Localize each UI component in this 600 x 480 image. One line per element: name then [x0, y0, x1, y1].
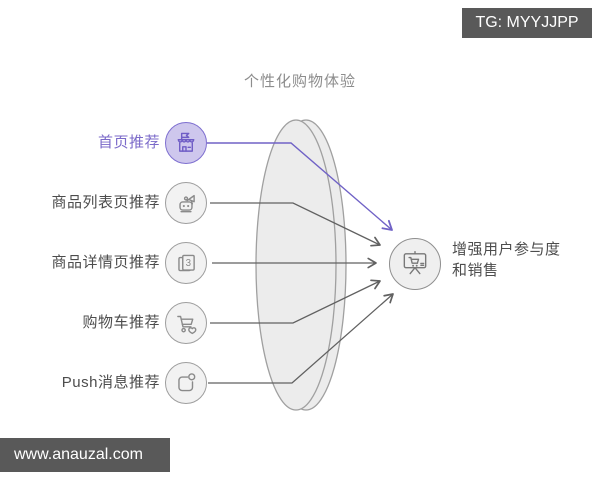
connector-home-recs: [207, 142, 393, 231]
notification-icon: [178, 373, 196, 392]
label-detail-page-recs: 商品详情页推荐: [51, 254, 160, 271]
tg-watermark-badge: TG: MYYJJPP: [462, 8, 592, 38]
label-outcome: 增强用户参与度 和销售: [452, 239, 582, 281]
node-list-page-recs: [165, 182, 207, 224]
megaphone-robot-icon: [179, 194, 195, 213]
node-outcome: [389, 238, 441, 290]
label-outcome-line2: 和销售: [452, 262, 499, 279]
diagram-title: 个性化购物体验: [243, 73, 356, 90]
url-watermark-badge: www.anauzal.com: [0, 438, 170, 472]
label-list-page-recs: 商品列表页推荐: [51, 194, 160, 211]
presentation-cart-icon: [403, 251, 427, 275]
label-cart-recs: 购物车推荐: [82, 314, 160, 331]
storefront-icon: [177, 132, 195, 152]
node-cart-recs: [165, 302, 207, 344]
node-home-recs: [165, 122, 207, 164]
node-push-recs: [165, 362, 207, 404]
cart-heart-icon: [177, 315, 197, 335]
connector-cart-recs: [210, 279, 381, 324]
funnel-lens-front: [255, 119, 337, 411]
connector-list-page-recs: [210, 202, 381, 247]
stacked-pages-icon: 3: [178, 254, 195, 272]
node-detail-page-recs: 3: [165, 242, 207, 284]
label-push-recs: Push消息推荐: [61, 374, 160, 391]
pages-count-badge: 3: [186, 258, 191, 269]
connector-push-recs: [208, 293, 394, 384]
label-home-recs: 首页推荐: [97, 134, 160, 151]
label-outcome-line1: 增强用户参与度: [452, 241, 561, 258]
